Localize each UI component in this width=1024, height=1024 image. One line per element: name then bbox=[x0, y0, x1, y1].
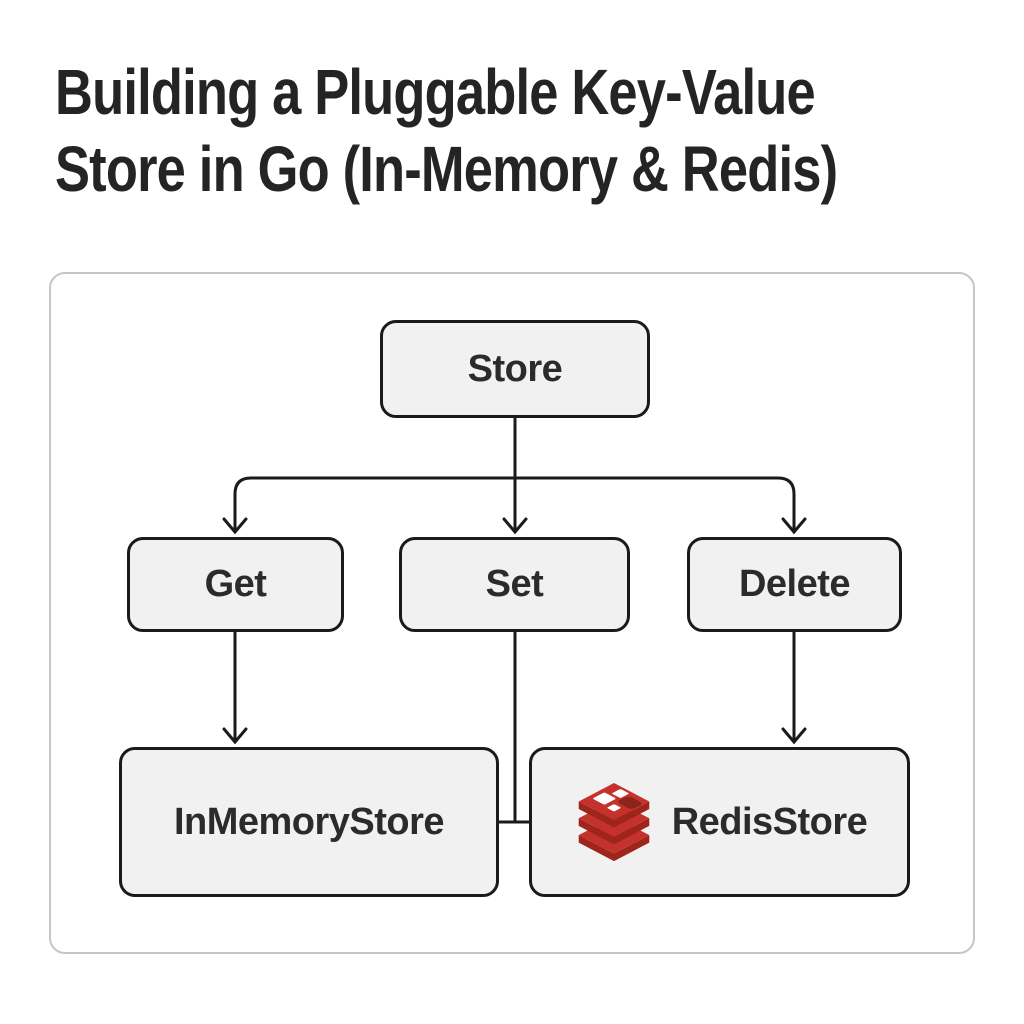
arrowhead-into-set bbox=[502, 517, 528, 535]
node-set: Set bbox=[399, 537, 630, 632]
edge-branch-store-to-get-and-delete bbox=[233, 476, 796, 530]
node-get: Get bbox=[127, 537, 344, 632]
diagram-card: Store Get Set Delete InMemoryStore bbox=[49, 272, 975, 954]
node-inmemorystore-label: InMemoryStore bbox=[173, 800, 445, 843]
node-delete-label: Delete bbox=[738, 563, 851, 605]
node-set-label: Set bbox=[485, 563, 544, 605]
node-inmemorystore: InMemoryStore bbox=[119, 747, 499, 897]
node-get-label: Get bbox=[204, 563, 267, 605]
arrowhead-into-inmemorystore bbox=[222, 727, 248, 745]
edge-set-to-bottom-stores bbox=[499, 632, 529, 824]
redis-logo-top-face-detail bbox=[592, 788, 642, 811]
redis-logo-icon bbox=[578, 782, 649, 861]
node-store-label: Store bbox=[467, 347, 563, 390]
diagram-edges bbox=[222, 418, 807, 824]
node-delete: Delete bbox=[687, 537, 902, 632]
page-title-line1: Building a Pluggable Key-Value bbox=[55, 56, 816, 128]
page-title-line2: Store in Go (In-Memory & Redis) bbox=[55, 133, 838, 205]
arrowhead-into-get bbox=[222, 517, 248, 535]
page-title: Building a Pluggable Key-Value Store in … bbox=[55, 54, 838, 208]
node-redisstore: RedisStore bbox=[529, 747, 910, 897]
redis-logo-top-layer bbox=[578, 782, 649, 828]
node-redisstore-label: RedisStore bbox=[671, 800, 868, 843]
node-store: Store bbox=[380, 320, 650, 418]
arrowhead-into-delete bbox=[781, 517, 807, 535]
arrowhead-into-redisstore bbox=[781, 727, 807, 745]
